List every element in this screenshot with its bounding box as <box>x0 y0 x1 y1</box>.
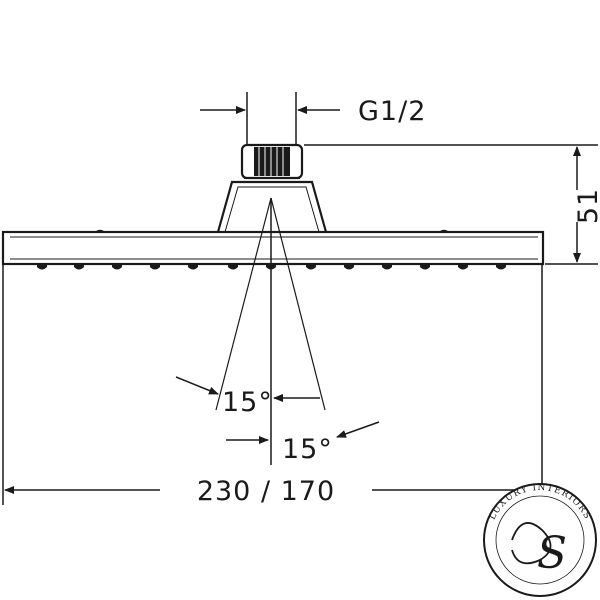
width-label: 230 / 170 <box>197 476 335 507</box>
angle-label-lower: 15° <box>282 434 333 465</box>
width-dimension: 230 / 170 <box>2 264 543 507</box>
height-dimension: 51 <box>304 144 600 265</box>
angle-label-upper: 15° <box>222 387 273 418</box>
angle-dimension-lower: 15° <box>226 421 380 465</box>
angle-dimension-upper: 15° <box>175 376 320 418</box>
logo-swirl-icon <box>511 522 552 565</box>
logo-monogram: S <box>537 528 567 579</box>
luxury-interiors-logo: LUXURY INTERIORS S <box>483 483 597 597</box>
spray-angle-lines <box>215 197 326 465</box>
shower-plate <box>1 229 545 266</box>
thread-size-label: G1/2 <box>358 96 426 127</box>
height-label: 51 <box>573 188 600 224</box>
thread-nut <box>240 143 304 180</box>
thread-dimension: G1/2 <box>200 92 426 145</box>
ball-joint-connector <box>216 180 328 233</box>
